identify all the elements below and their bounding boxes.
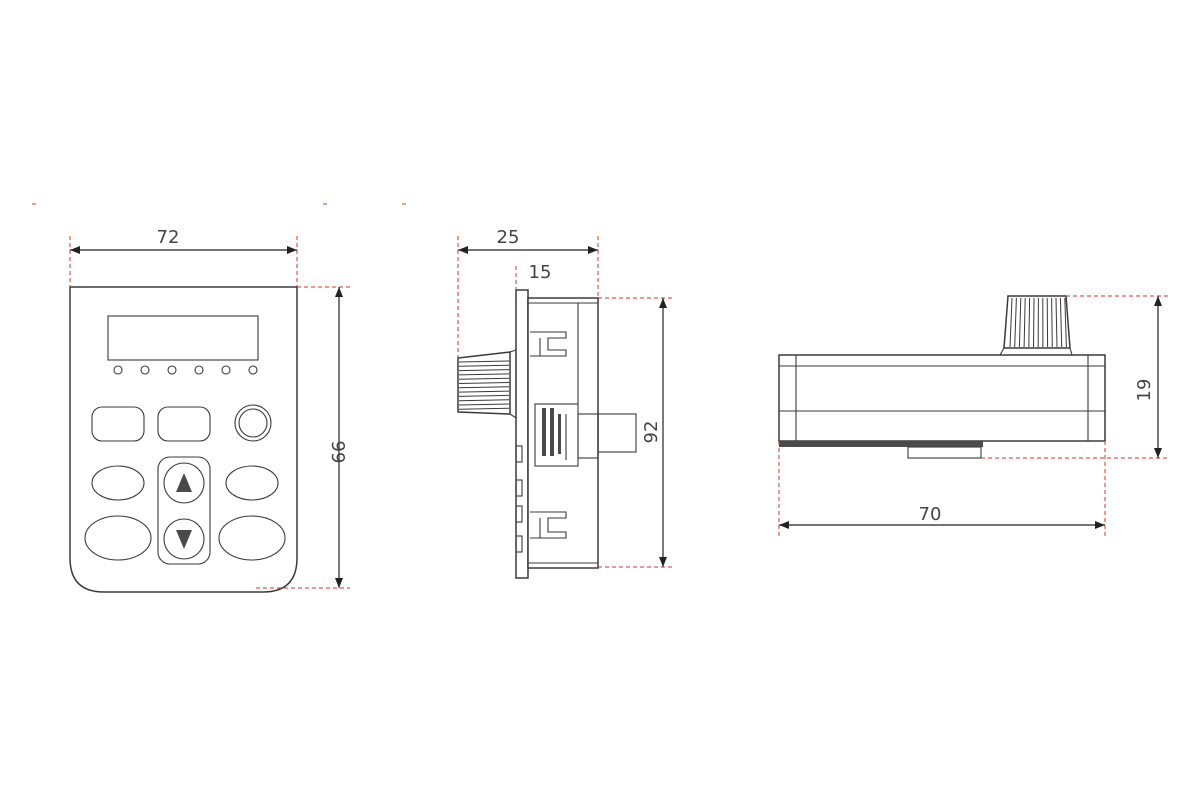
top-height-label: 19 — [1134, 379, 1155, 402]
front-width-label: 72 — [157, 227, 180, 248]
side-view: 25 15 92 — [457, 227, 672, 579]
led-5 — [221, 365, 231, 375]
keypad-button-2 — [157, 406, 211, 442]
side-clip-2 — [515, 479, 523, 497]
led-2 — [140, 365, 150, 375]
side-clip-1 — [515, 445, 523, 463]
round-button-outer — [234, 404, 272, 442]
down-key — [163, 518, 205, 560]
arrow-key-frame — [157, 456, 211, 565]
round-button-inner — [238, 408, 268, 438]
top-body — [778, 354, 1106, 442]
led-6 — [248, 365, 258, 375]
keypad-oval-right-upper — [225, 465, 279, 501]
indicator-leds — [113, 365, 258, 375]
knob-side — [457, 349, 517, 420]
side-connector — [597, 413, 637, 453]
knob-top — [999, 295, 1073, 356]
front-view: 72 99 — [69, 227, 350, 593]
side-clip-4 — [515, 535, 523, 553]
triangle-down-icon — [176, 530, 192, 549]
keypad-oval-left-upper — [91, 465, 145, 501]
side-body-label: 15 — [529, 262, 552, 283]
front-body-outline — [69, 286, 298, 593]
top-width-label: 70 — [919, 504, 942, 525]
top-base-plate — [779, 441, 983, 447]
side-depth-label: 25 — [497, 227, 520, 248]
top-connector — [907, 446, 982, 459]
front-height-label: 99 — [327, 441, 348, 464]
display-screen — [107, 315, 259, 361]
side-front-plate — [515, 289, 529, 579]
led-3 — [167, 365, 177, 375]
keypad-oval-right-lower — [218, 515, 286, 561]
keypad-button-1 — [91, 406, 145, 442]
side-clip-3 — [515, 505, 523, 523]
keypad-oval-left-lower — [84, 515, 152, 561]
triangle-up-icon — [176, 473, 192, 492]
led-4 — [194, 365, 204, 375]
top-view: 19 70 — [778, 295, 1170, 536]
side-height-label: 92 — [641, 421, 662, 444]
up-key — [163, 462, 205, 504]
led-1 — [113, 365, 123, 375]
